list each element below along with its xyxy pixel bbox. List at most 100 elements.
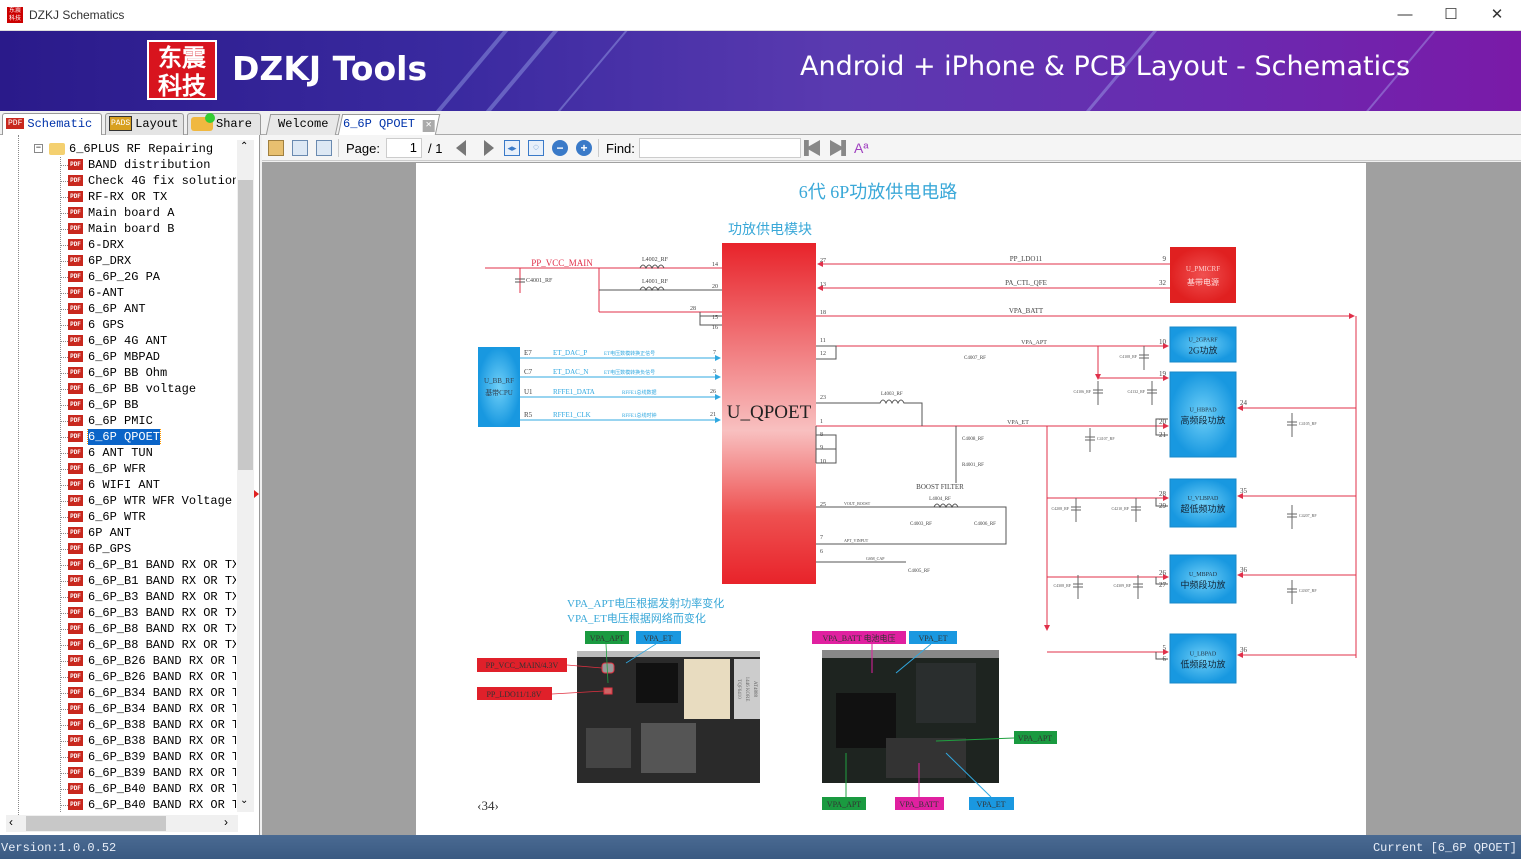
pdf-file-icon: PDF	[68, 767, 83, 778]
fit-page-icon[interactable]: ◌	[528, 140, 544, 156]
scroll-thumb[interactable]	[26, 816, 166, 831]
minimize-button[interactable]: —	[1397, 6, 1413, 23]
tree-item-label: 6_6P_B38 BAND RX OR TX	[88, 718, 236, 732]
label-vpa-batt	[812, 631, 906, 644]
close-tab-icon[interactable]: ✕	[422, 120, 435, 132]
photo-label: VPA_ET	[918, 634, 947, 643]
splitter-arrow-icon[interactable]	[254, 490, 259, 498]
component-label: L4004_RF	[929, 497, 951, 502]
signal-desc: RFFE1总线时钟	[622, 412, 656, 419]
pin-label: 18	[820, 310, 826, 316]
scroll-right-icon[interactable]: ›	[224, 815, 228, 829]
tree-item-label: 6_6P_B34 BAND RX OR TX Ma	[88, 702, 236, 716]
component-label: L4002_RF	[642, 257, 669, 263]
block-name: U_HBPAD	[1189, 408, 1217, 414]
component-label: C4105_RF	[1299, 421, 1317, 426]
pin-label: 7	[820, 535, 823, 541]
tree-item-label: 6P ANT	[88, 526, 132, 540]
page-number-input[interactable]: 1	[386, 138, 422, 158]
signal-desc: ET电压数模转换负信号	[604, 369, 655, 376]
app-icon: 东震科技	[7, 7, 23, 23]
pdf-file-icon: PDF	[68, 367, 83, 378]
collapse-icon[interactable]: −	[34, 143, 43, 153]
component-label: C4309_RF	[1113, 583, 1131, 588]
fit-width-icon[interactable]: ◂▸	[504, 140, 520, 156]
tree-horizontal-scrollbar[interactable]: ‹ ›	[6, 815, 238, 832]
scroll-left-icon[interactable]: ‹	[9, 815, 13, 829]
tab-6-6p-qpoet[interactable]: 6_6P QPOET ✕	[337, 114, 441, 135]
find-input[interactable]	[639, 138, 801, 158]
qpoet-label: U_QPOET	[727, 402, 812, 423]
tree-vertical-scrollbar[interactable]: ⌃ ⌄	[237, 140, 254, 812]
pdf-file-icon: PDF	[68, 495, 83, 506]
find-previous-icon[interactable]	[804, 140, 820, 156]
previous-page-icon[interactable]	[456, 140, 466, 156]
maximize-button[interactable]: ☐	[1444, 6, 1458, 23]
tree-folder[interactable]: − 6_6PLUS RF Repairing	[0, 141, 236, 157]
block-desc: 基带电源	[1187, 277, 1219, 287]
pin-label: 5	[1163, 644, 1167, 652]
open-document-icon[interactable]	[268, 140, 284, 156]
pin-label: 35	[1240, 487, 1248, 495]
scroll-thumb[interactable]	[238, 180, 253, 470]
zoom-out-icon[interactable]: −	[552, 140, 568, 156]
pin-label: 19	[1159, 370, 1167, 378]
match-case-icon[interactable]: Aª	[854, 140, 869, 156]
rotate-counterclockwise-icon[interactable]	[316, 140, 332, 156]
tab-welcome[interactable]: Welcome	[265, 114, 341, 135]
tab-share[interactable]: Share	[187, 112, 261, 135]
rotate-clockwise-icon[interactable]	[292, 140, 308, 156]
scroll-down-icon[interactable]: ⌄	[240, 795, 249, 806]
scroll-up-icon[interactable]: ⌃	[240, 141, 249, 152]
close-button[interactable]: ✕	[1490, 6, 1504, 23]
tree-item-label: 6 WIFI ANT	[88, 478, 161, 492]
zoom-in-icon[interactable]: +	[576, 140, 592, 156]
next-page-icon[interactable]	[484, 140, 494, 156]
block-name: U_PMICRF	[1186, 265, 1220, 273]
find-next-icon[interactable]	[830, 140, 846, 156]
